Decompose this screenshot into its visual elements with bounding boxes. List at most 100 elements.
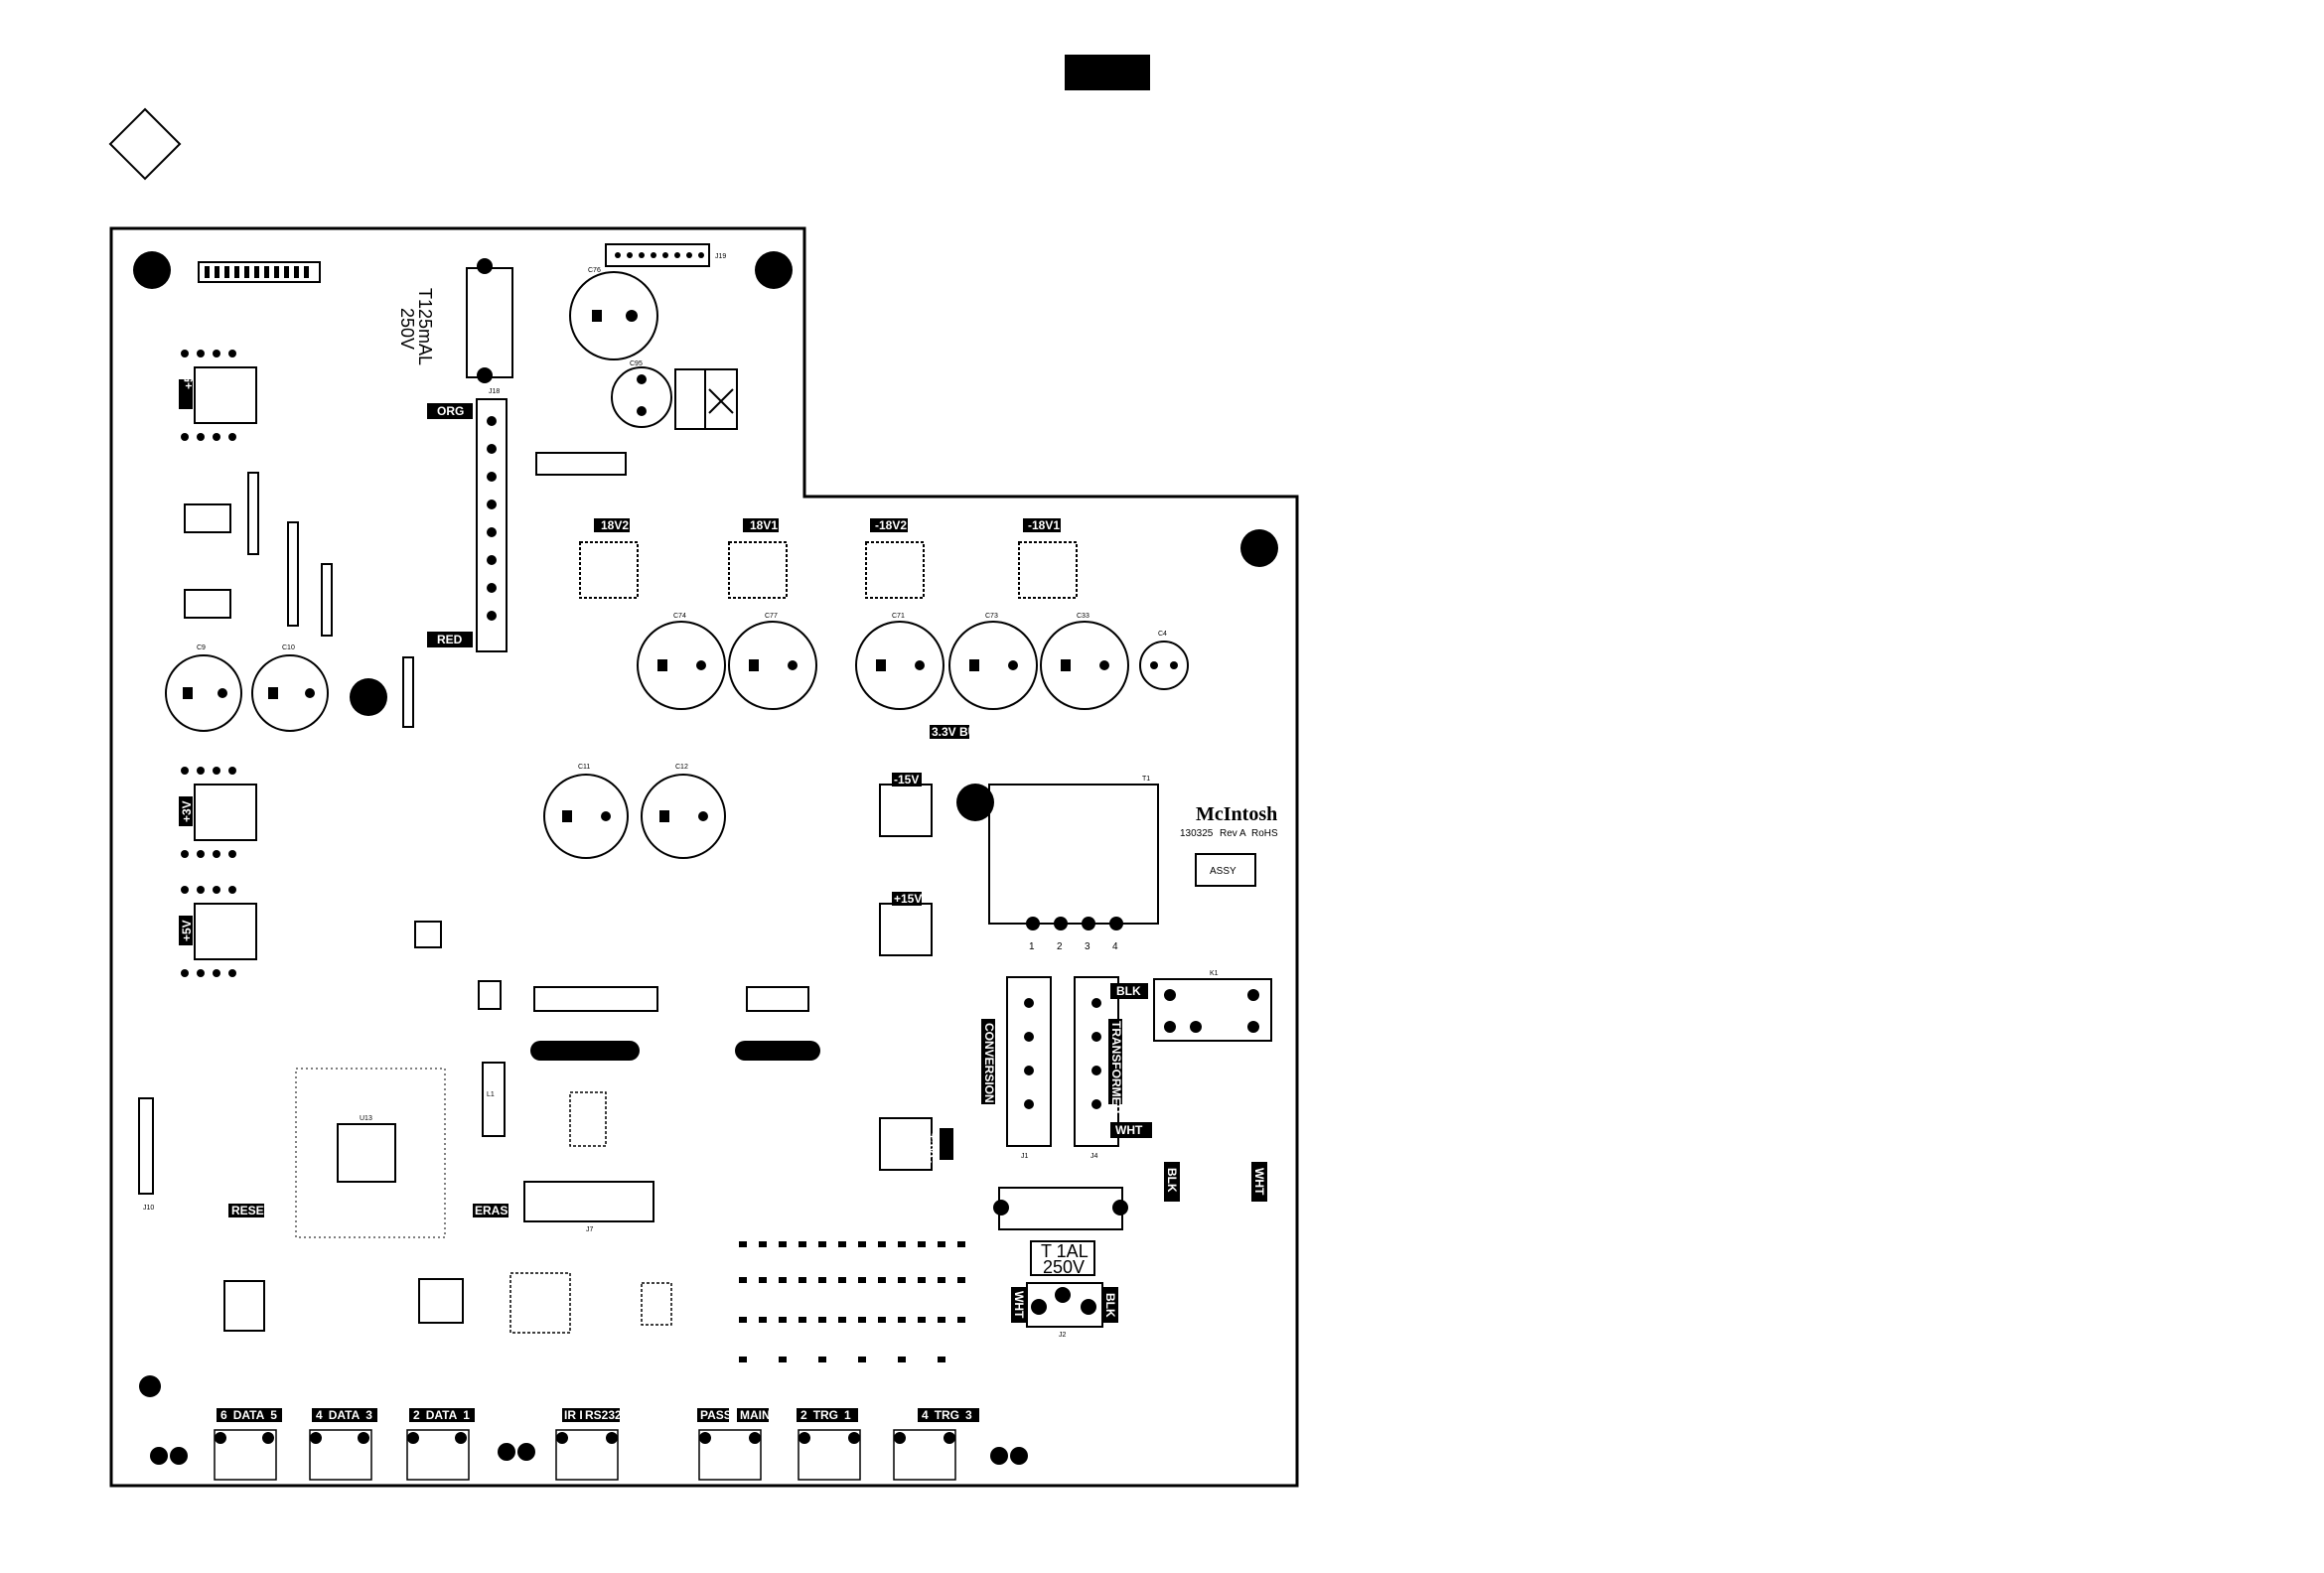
svg-text:J1: J1 (1021, 1153, 1029, 1160)
fuse-f1: T125mAL 250V (397, 258, 513, 383)
svg-text:RED: RED (437, 633, 463, 646)
ic-u28 (641, 1282, 672, 1326)
svg-text:K1: K1 (1210, 970, 1219, 977)
svg-text:C10: C10 (282, 644, 295, 651)
cap-c94 (674, 368, 706, 430)
resistor-r5 (402, 656, 414, 728)
oval-pad-1 (530, 1041, 640, 1061)
svg-text:T1: T1 (1142, 776, 1150, 783)
cap-c73: C73 (948, 613, 1038, 710)
svg-text:C4: C4 (1158, 631, 1167, 638)
svg-text:WHT: WHT (1012, 1291, 1026, 1319)
wire-blk: BLK (1110, 983, 1148, 999)
cap-c76: C76 (569, 267, 658, 360)
revision-diamond (108, 107, 182, 181)
svg-text:+5VC: +5VC (926, 1133, 940, 1164)
svg-text:C33: C33 (1077, 613, 1089, 620)
assy-box: ASSY (1195, 853, 1256, 887)
ic-array-row (579, 541, 1078, 599)
transformer-t1: 1 2 3 4 T1 (988, 776, 1159, 952)
svg-text:C77: C77 (765, 613, 778, 620)
svg-text:ORG: ORG (437, 404, 464, 418)
svg-text:C11: C11 (578, 764, 590, 771)
svg-text:RESET: RESET (231, 1204, 272, 1217)
svg-text:J4: J4 (1090, 1153, 1098, 1160)
cap-c12: C12 (641, 764, 726, 859)
connector-j2: WHT BLK J2 (1011, 1282, 1118, 1339)
svg-text:ERASE: ERASE (475, 1204, 515, 1217)
svg-text:+15V: +15V (894, 892, 922, 906)
svg-text:BLK: BLK (1116, 984, 1141, 998)
pass-label: PASS (700, 1408, 732, 1422)
svg-text:2: 2 (1057, 941, 1063, 952)
rail-neg18v1: -18V1 (1023, 518, 1061, 532)
resistor-r4 (287, 521, 299, 627)
svg-text:-18V2: -18V2 (875, 518, 907, 532)
svg-text:WHT: WHT (1115, 1123, 1143, 1137)
rail-18v2: 18V2 (594, 518, 630, 532)
board-outline (109, 226, 1299, 1488)
svg-text:U13: U13 (360, 1115, 372, 1122)
svg-text:-15V: -15V (894, 773, 919, 786)
ic-u29 (418, 1278, 464, 1324)
bottom-jack-outlines (214, 1429, 956, 1481)
erase-button[interactable]: ERASE (473, 1204, 515, 1217)
resistor-r3 (247, 472, 259, 555)
connector-j18: J18 (476, 388, 508, 652)
svg-text:-18V1: -18V1 (1028, 518, 1060, 532)
svg-text:BLK: BLK (1103, 1293, 1117, 1318)
side-wht: WHT (1251, 1162, 1267, 1202)
rail-5v: +5V (180, 920, 194, 941)
svg-text:C74: C74 (673, 613, 686, 620)
svg-text:4: 4 (1112, 941, 1118, 952)
svg-text:3: 3 (1085, 941, 1090, 952)
svg-text:WHT: WHT (1252, 1168, 1266, 1196)
svg-text:J10: J10 (143, 1205, 154, 1212)
j18-label: J18 (489, 388, 500, 395)
rail-3v: +3V (180, 800, 194, 822)
c95-label: C95 (630, 360, 643, 367)
svg-text:BLK: BLK (1165, 1168, 1179, 1193)
header-j6 (746, 986, 809, 1012)
svg-text:18V2: 18V2 (601, 518, 629, 532)
fuse-f1-voltage: 250V (397, 308, 417, 350)
cap-c33: C33 (1040, 613, 1129, 710)
connector-j1: CONVERSION J1 (981, 976, 1052, 1160)
conversion-label: CONVERSION (982, 1023, 996, 1103)
cross-mark (708, 388, 734, 414)
reset-button[interactable]: RESET (228, 1204, 272, 1217)
cap-c9: C9 (165, 644, 242, 732)
regulator-block-1: +5V (179, 366, 257, 424)
connector-top-left (198, 261, 321, 283)
brand-part: 130325 (1180, 828, 1214, 839)
cap-c71: C71 (855, 613, 944, 710)
main-label: MAIN (740, 1408, 771, 1422)
rail-5vd: +5V (182, 367, 196, 389)
svg-text:T 1AL: T 1AL (1041, 1241, 1089, 1261)
diode-d7 (184, 503, 231, 533)
svg-text:J2: J2 (1059, 1332, 1067, 1339)
brand-rohs: RoHS (1251, 828, 1278, 839)
rail-neg18v2: -18V2 (870, 518, 908, 532)
ic-u26 (509, 1272, 571, 1334)
ic-u4 (569, 1091, 607, 1147)
fuse-f1-rating: T125mAL (415, 288, 435, 365)
connector-j10: J10 (138, 1097, 154, 1212)
transformer-label: TRANSFORMER (1109, 1021, 1123, 1114)
j19-label: J19 (715, 253, 726, 260)
ic-u32 (223, 1280, 265, 1332)
svg-text:C12: C12 (675, 764, 688, 771)
regulator-block-3: +5V (179, 903, 257, 960)
reg-pos15: +15V (879, 892, 933, 956)
svg-text:C71: C71 (892, 613, 905, 620)
brand-name: McIntosh (1196, 803, 1277, 825)
oval-pad-2 (735, 1041, 820, 1061)
diode-d6 (184, 589, 231, 619)
pad-rows-left (181, 350, 236, 977)
svg-text:18V1: 18V1 (750, 518, 778, 532)
header-block (1065, 55, 1150, 90)
svg-text:3.3V BU: 3.3V BU (932, 725, 976, 739)
